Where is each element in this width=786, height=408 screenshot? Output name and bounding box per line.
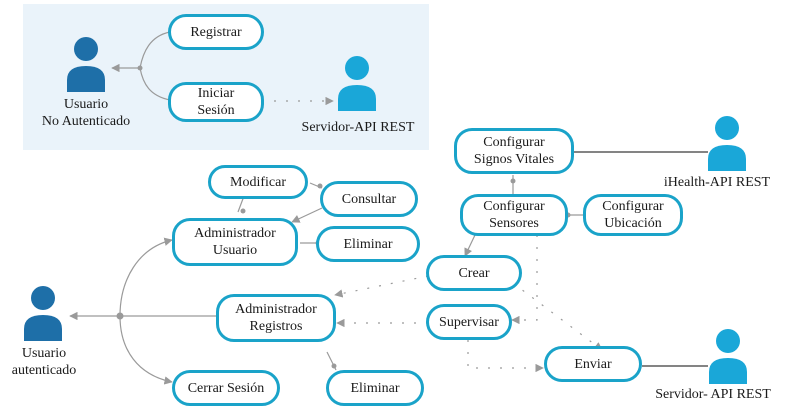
actor-servidor-api-rest-bottom-label: Servidor- API REST [655,387,771,402]
use-case-cerrar-sesion: Cerrar Sesión [172,370,280,406]
link-crear-enviar [512,282,603,351]
actor-ihealth-api-rest-label: iHealth-API REST [663,175,771,190]
link-supervisar-enviar [467,340,544,373]
use-case-consultar: Consultar [320,181,418,217]
link-noauth-iniciar [139,67,171,101]
link-auth-adminusuario [119,237,173,317]
use-case-modificar: Modificar [208,165,308,199]
link-noauth-registrar [139,31,171,69]
use-case-administrador-registros: Administrador Registros [216,294,336,342]
use-case-configurar-sensores: Configurar Sensores [460,194,568,236]
actor-servidor-api-rest-top-label: Servidor-API REST [301,120,415,135]
actor-servidor-api-rest-bottom-icon [709,329,747,384]
link-auth-cerrar [119,315,173,385]
actor-usuario-no-autenticado-label: Usuario No Autenticado [41,97,131,129]
use-case-configurar-ubicacion: Configurar Ubicación [583,194,683,236]
use-case-eliminar-usuario: Eliminar [316,226,420,262]
use-case-enviar: Enviar [544,346,642,382]
use-case-registrar: Registrar [168,14,264,50]
link-sensores-supervisar [511,235,538,325]
actor-usuario-autenticado-icon [24,286,62,341]
actor-ihealth-api-rest-icon [708,116,746,171]
actor-usuario-no-autenticado-icon [67,37,105,92]
use-case-crear: Crear [426,255,522,291]
actor-usuario-autenticado-label: Usuario autenticado [11,346,77,378]
use-case-supervisar: Supervisar [426,304,512,340]
use-case-eliminar-registros: Eliminar [326,370,424,406]
actor-servidor-api-rest-top-icon [338,56,376,111]
use-case-administrador-usuario: Administrador Usuario [172,218,298,266]
use-case-configurar-signos-vitales: Configurar Signos Vitales [454,128,574,174]
link-sensores-crear [464,234,476,257]
use-case-iniciar-sesion: Iniciar Sesión [168,82,264,122]
link-crear-adminregistros [334,275,429,298]
link-consultar-adminusuario [291,207,323,223]
